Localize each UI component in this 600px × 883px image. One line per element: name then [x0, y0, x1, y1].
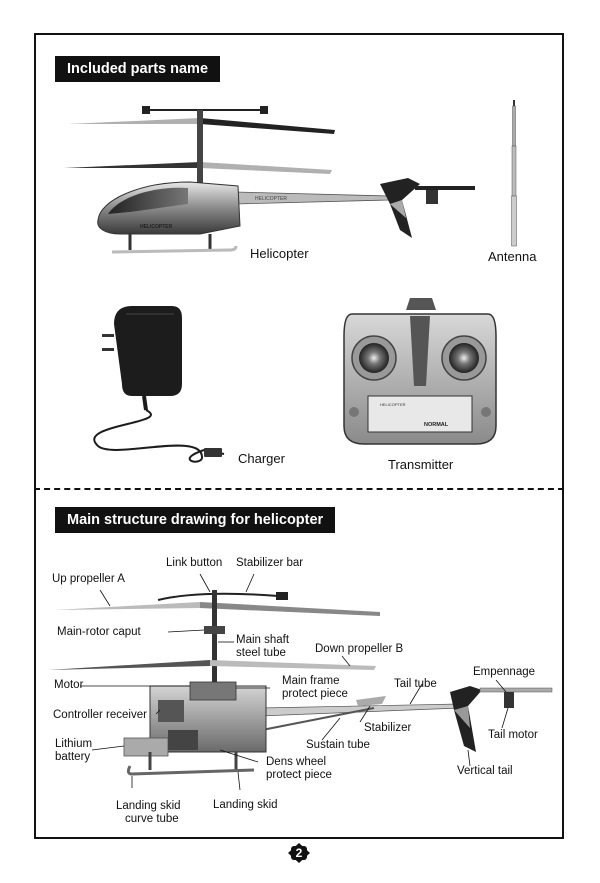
helicopter-illustration: HELICOPTER HELICOPTER [64, 106, 475, 254]
transmitter-mode-text: NORMAL [424, 422, 449, 428]
label-tail-motor: Tail motor [488, 729, 538, 741]
label-controller-receiver: Controller receiver [53, 709, 147, 721]
page-border [34, 33, 564, 839]
label-antenna: Antenna [488, 249, 537, 264]
section-divider [34, 488, 564, 490]
label-empennage: Empennage [473, 666, 536, 678]
label-main-rotor-caput: Main-rotor caput [57, 626, 141, 638]
page-number: 2 [288, 843, 310, 863]
label-main-shaft-line2: steel tube [236, 647, 286, 659]
label-main-frame-line1: Main frame [282, 675, 340, 687]
tail-boom-decal: HELICOPTER [255, 196, 287, 202]
body-decal: HELICOPTER [140, 224, 173, 230]
label-landing-skid-curve-line2: curve tube [125, 813, 179, 825]
label-down-propeller-b: Down propeller B [315, 643, 404, 655]
section-title-included-parts: Included parts name [55, 56, 221, 82]
label-lithium-battery-line2: battery [55, 751, 91, 763]
helicopter-structure-drawing [48, 573, 553, 791]
label-main-frame-line2: protect piece [282, 688, 348, 700]
label-main-shaft-line1: Main shaft [236, 634, 290, 646]
charger-illustration [93, 306, 225, 463]
section-title-main-structure: Main structure drawing for helicopter [55, 507, 336, 533]
label-stabilizer: Stabilizer [364, 722, 412, 734]
label-tail-tube: Tail tube [394, 678, 437, 690]
page-number-text: 2 [295, 846, 303, 860]
label-transmitter: Transmitter [388, 457, 454, 472]
label-lithium-battery-line1: Lithium [55, 738, 93, 750]
transmitter-illustration: NORMAL HELICOPTER [343, 298, 497, 445]
label-motor: Motor [54, 679, 84, 691]
label-link-button: Link button [166, 557, 223, 569]
label-up-propeller-a: Up propeller A [52, 573, 125, 585]
label-vertical-tail: Vertical tail [457, 765, 513, 777]
label-dens-wheel-line2: protect piece [266, 769, 332, 781]
label-landing-skid-curve-line1: Landing skid [116, 800, 181, 812]
label-landing-skid: Landing skid [213, 799, 278, 811]
page-number-badge-icon [288, 843, 310, 863]
label-charger: Charger [238, 451, 285, 466]
label-sustain-tube: Sustain tube [306, 739, 370, 751]
label-dens-wheel-line1: Dens wheel [266, 756, 327, 768]
label-stabilizer-bar: Stabilizer bar [236, 557, 304, 569]
antenna-illustration [511, 100, 517, 247]
transmitter-brand-text: HELICOPTER [380, 402, 406, 407]
label-helicopter: Helicopter [250, 246, 309, 261]
